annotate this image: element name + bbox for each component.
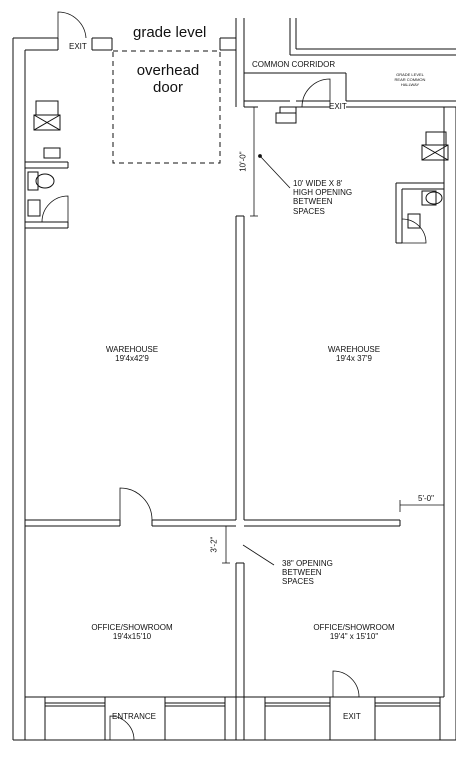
opening-top-note: 10' WIDE X 8' HIGH OPENING BETWEEN SPACE… (293, 179, 352, 216)
warehouse-left-label: WAREHOUSE 19'4x42'9 (92, 345, 172, 363)
warehouse-right-name: WAREHOUSE (327, 345, 381, 354)
office-right-name: OFFICE/SHOWROOM (313, 623, 395, 632)
opening-top-line-3: BETWEEN (293, 197, 333, 207)
office-left-size: 19'4x15'10 (112, 632, 152, 642)
common-corridor-label: COMMON CORRIDOR (252, 60, 336, 69)
entrance-label: ENTRANCE (112, 712, 157, 721)
grade-level-label: grade level (133, 24, 207, 41)
exit-bottom-label: EXIT (343, 712, 361, 721)
overhead-door-label: overhead door (128, 62, 208, 97)
dimension-lines (222, 106, 445, 566)
office-left-label: OFFICE/SHOWROOM 19'4x15'10 (82, 623, 182, 641)
opening-mid-line-2: BETWEEN (282, 568, 322, 578)
grade-level-note-line-3: HALLWAY (400, 82, 420, 88)
warehouse-left-size: 19'4x42'9 (115, 354, 149, 364)
overhead-door-line-2: door (152, 79, 184, 97)
toilet-icon (27, 147, 443, 206)
overhead-door-line-1: overhead (136, 62, 200, 79)
grade-level-note-line-1: GRADE LEVEL (396, 72, 424, 77)
warehouse-left-name: WAREHOUSE (105, 345, 159, 354)
opening-mid-line-1: 38" OPENING (282, 559, 333, 568)
sink-icon (27, 199, 421, 229)
opening-top-line-2: HIGH OPENING (293, 188, 353, 198)
office-right-size: 19'4" x 15'10" (329, 632, 379, 642)
overhead-door-outline (112, 50, 221, 164)
fixture-icon (33, 100, 449, 161)
office-right-label: OFFICE/SHOWROOM 19'4" x 15'10" (304, 623, 404, 641)
opening-mid-note: 38" OPENING BETWEEN SPACES (282, 559, 333, 587)
opening-top-line-4: SPACES (293, 206, 325, 216)
dimension-5ft-label: 5'-0" (418, 494, 434, 503)
office-left-name: OFFICE/SHOWROOM (91, 623, 173, 632)
opening-mid-line-3: SPACES (282, 577, 314, 587)
height-dimension-label: 10'-0" (238, 151, 248, 172)
warehouse-right-label: WAREHOUSE 19'4x 37'9 (314, 345, 394, 363)
grade-level-note: GRADE LEVEL REAR COMMON HALLWAY (390, 72, 430, 88)
warehouse-right-size: 19'4x 37'9 (336, 354, 372, 364)
exit-top-left-label: EXIT (69, 42, 87, 51)
dimension-3ft-label: 3'-2" (209, 536, 219, 553)
opening-top-line-1: 10' WIDE X 8' (293, 179, 343, 188)
grade-level-note-line-2: REAR COMMON (394, 77, 426, 83)
exit-corridor-label: EXIT (329, 102, 347, 111)
